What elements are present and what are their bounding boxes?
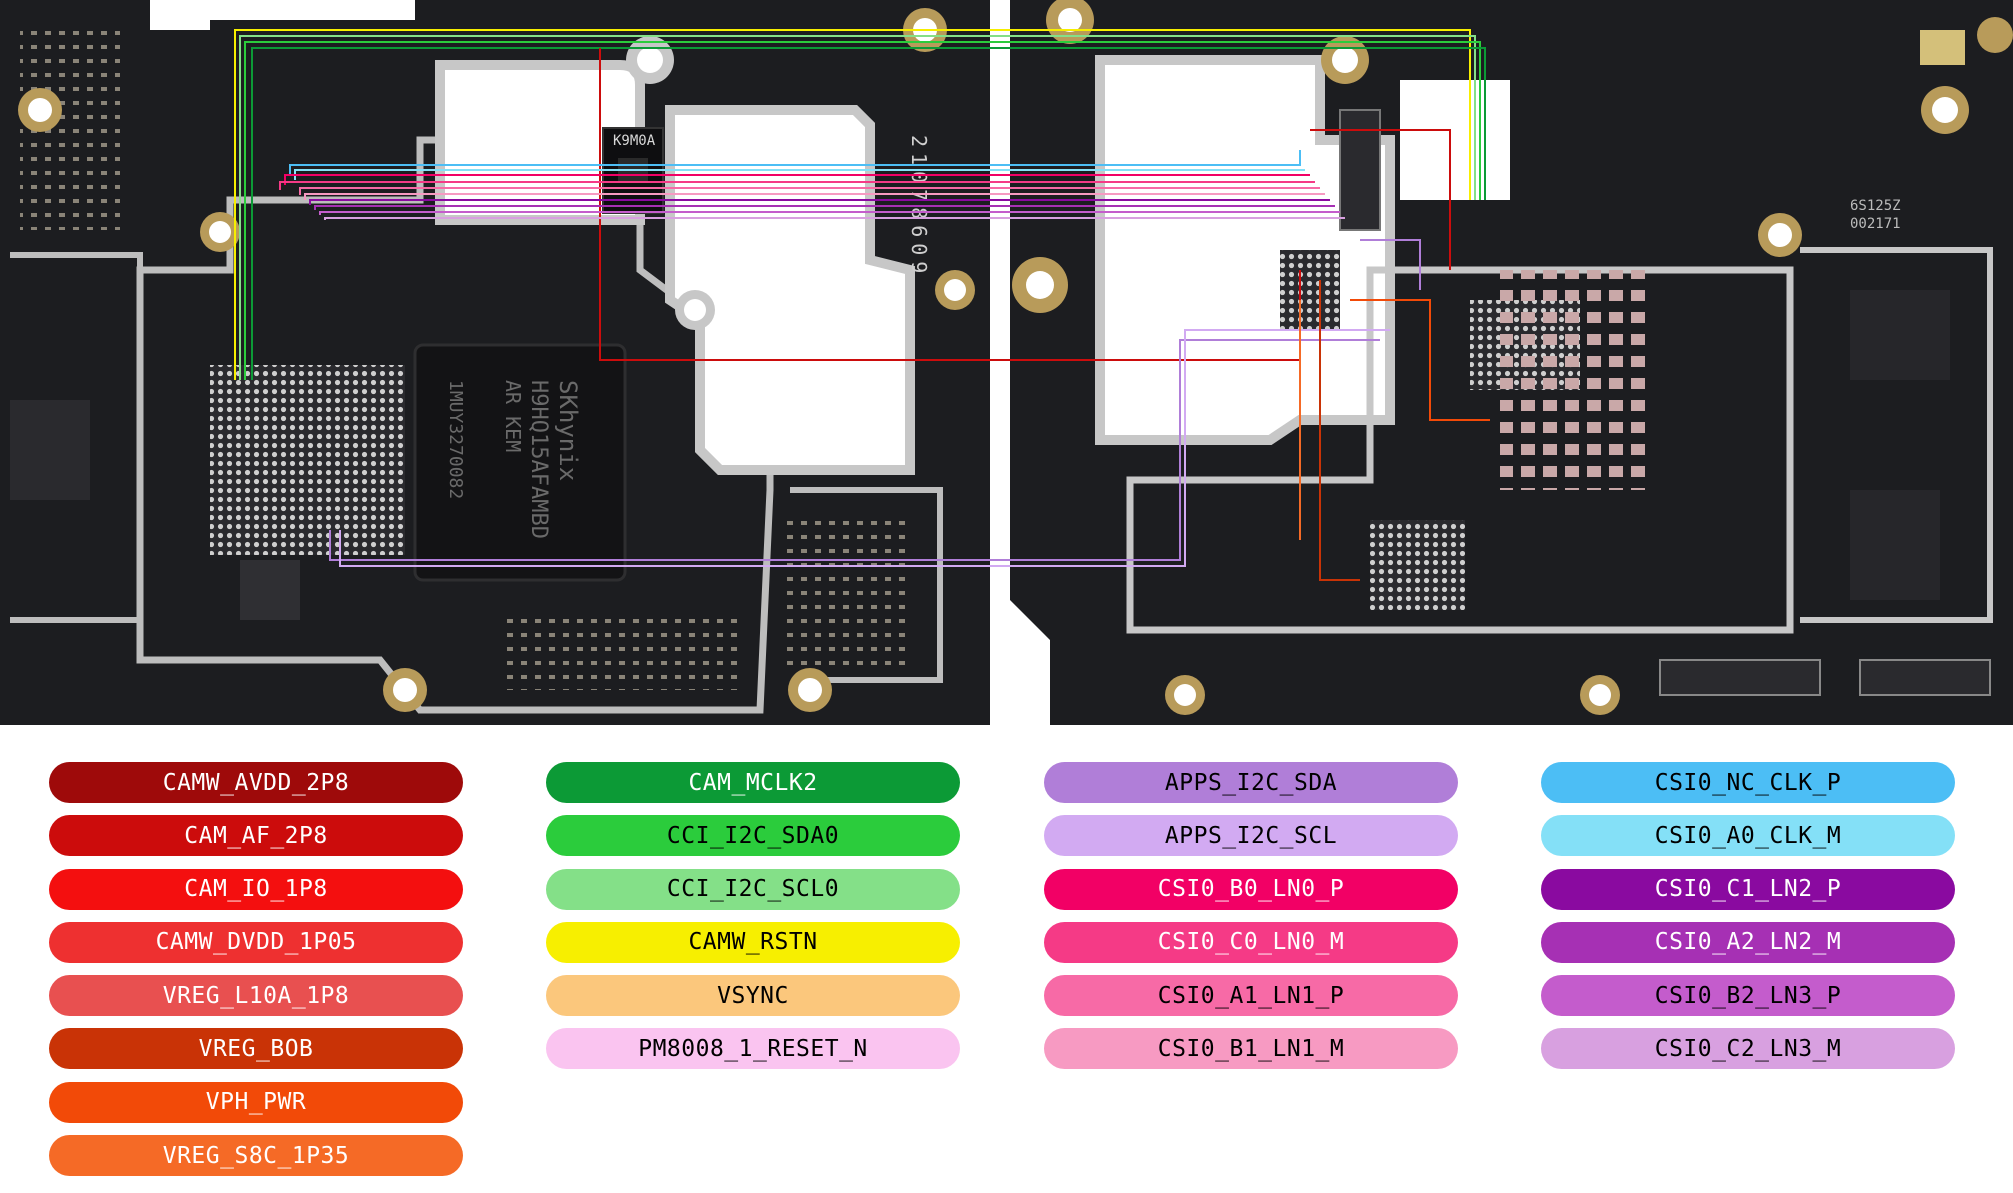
right-code-label: 6S125Z <box>1850 198 1901 214</box>
ram-code-text: 1MUY3270082 <box>445 380 466 499</box>
legend-item: CCI_I2C_SDA0 <box>546 815 960 857</box>
right-code-label-2: 002171 <box>1850 216 1901 232</box>
legend-item: CSI0_B0_LN0_P <box>1044 868 1458 910</box>
left-date-code: 21078609 <box>907 135 931 279</box>
legend-item: CAM_MCLK2 <box>546 762 960 803</box>
signal-traces <box>234 29 1490 581</box>
ram-part-text: H9HQ15AFAMBD <box>526 380 551 539</box>
left-ic-label: K9M0A <box>613 133 656 149</box>
mount-hole-icons <box>18 8 975 712</box>
ram-suffix-text: AR KEM <box>501 380 525 452</box>
legend-item: CSI0_A2_LN2_M <box>1541 921 1955 963</box>
legend-item: VPH_PWR <box>49 1081 463 1123</box>
legend-item: CAMW_DVDD_1P05 <box>49 921 463 963</box>
legend-item: CAM_IO_1P8 <box>49 868 463 910</box>
legend-item: CSI0_C1_LN2_P <box>1541 868 1955 910</box>
legend-item: CCI_I2C_SCL0 <box>546 868 960 910</box>
right-board: 6S125Z 002171 <box>1010 0 2013 725</box>
legend-item: CAMW_AVDD_2P8 <box>49 762 463 803</box>
legend-item: CSI0_B2_LN3_P <box>1541 975 1955 1017</box>
legend-column-4: CSI0_NC_CLK_P CSI0_A0_CLK_M CSI0_C1_LN2_P C… <box>1541 762 1955 1082</box>
legend-item: VREG_L10A_1P8 <box>49 975 463 1017</box>
legend-item: CSI0_A0_CLK_M <box>1541 815 1955 857</box>
legend-item: VREG_S8C_1P35 <box>49 1135 463 1177</box>
legend-item: VSYNC <box>546 975 960 1017</box>
legend-item: CSI0_NC_CLK_P <box>1541 762 1955 803</box>
legend-item: PM8008_1_RESET_N <box>546 1028 960 1070</box>
pcb-board-diagram: SKhynix H9HQ15AFAMBD AR KEM 1MUY3270082 … <box>0 0 2013 725</box>
legend-item: APPS_I2C_SCL <box>1044 815 1458 857</box>
legend-item: CAM_AF_2P8 <box>49 815 463 857</box>
legend-item: CAMW_RSTN <box>546 921 960 963</box>
legend-item: CSI0_B1_LN1_M <box>1044 1028 1458 1070</box>
legend-column-3: APPS_I2C_SDA APPS_I2C_SCL CSI0_B0_LN0_P CSI… <box>1044 762 1458 1082</box>
ram-brand-text: SKhynix <box>554 380 582 481</box>
legend-item: CSI0_C0_LN0_M <box>1044 921 1458 963</box>
legend-item: CSI0_C2_LN3_M <box>1541 1028 1955 1070</box>
legend-item: CSI0_A1_LN1_P <box>1044 975 1458 1017</box>
legend-item: VREG_BOB <box>49 1028 463 1070</box>
legend-item: APPS_I2C_SDA <box>1044 762 1458 803</box>
